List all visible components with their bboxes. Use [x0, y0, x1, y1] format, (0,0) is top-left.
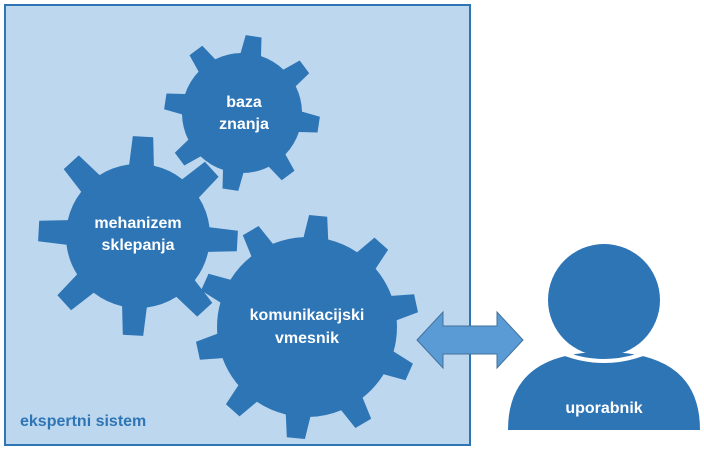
expert-system-label: ekspertni sistem — [20, 413, 146, 430]
knowledge-base-label-line2: znanja — [219, 116, 269, 133]
gear-inference-engine — [38, 136, 238, 336]
gear-knowledge-base — [164, 35, 320, 191]
inference-engine-label-line1: mehanizem — [94, 215, 181, 232]
user-neck-gap — [559, 350, 649, 363]
inference-engine-label-line2: sklepanja — [102, 237, 175, 254]
user-icon — [508, 244, 700, 430]
gear-communication-interface — [196, 215, 418, 439]
communication-interface-label-line1: komunikacijski — [250, 307, 365, 324]
communication-interface-label-line2: vmesnik — [275, 330, 339, 347]
bidirectional-arrow — [416, 310, 524, 370]
user-label: uporabnik — [565, 400, 642, 417]
user-body — [508, 352, 700, 430]
knowledge-base-label-line1: baza — [226, 94, 262, 111]
user-head — [548, 244, 660, 356]
